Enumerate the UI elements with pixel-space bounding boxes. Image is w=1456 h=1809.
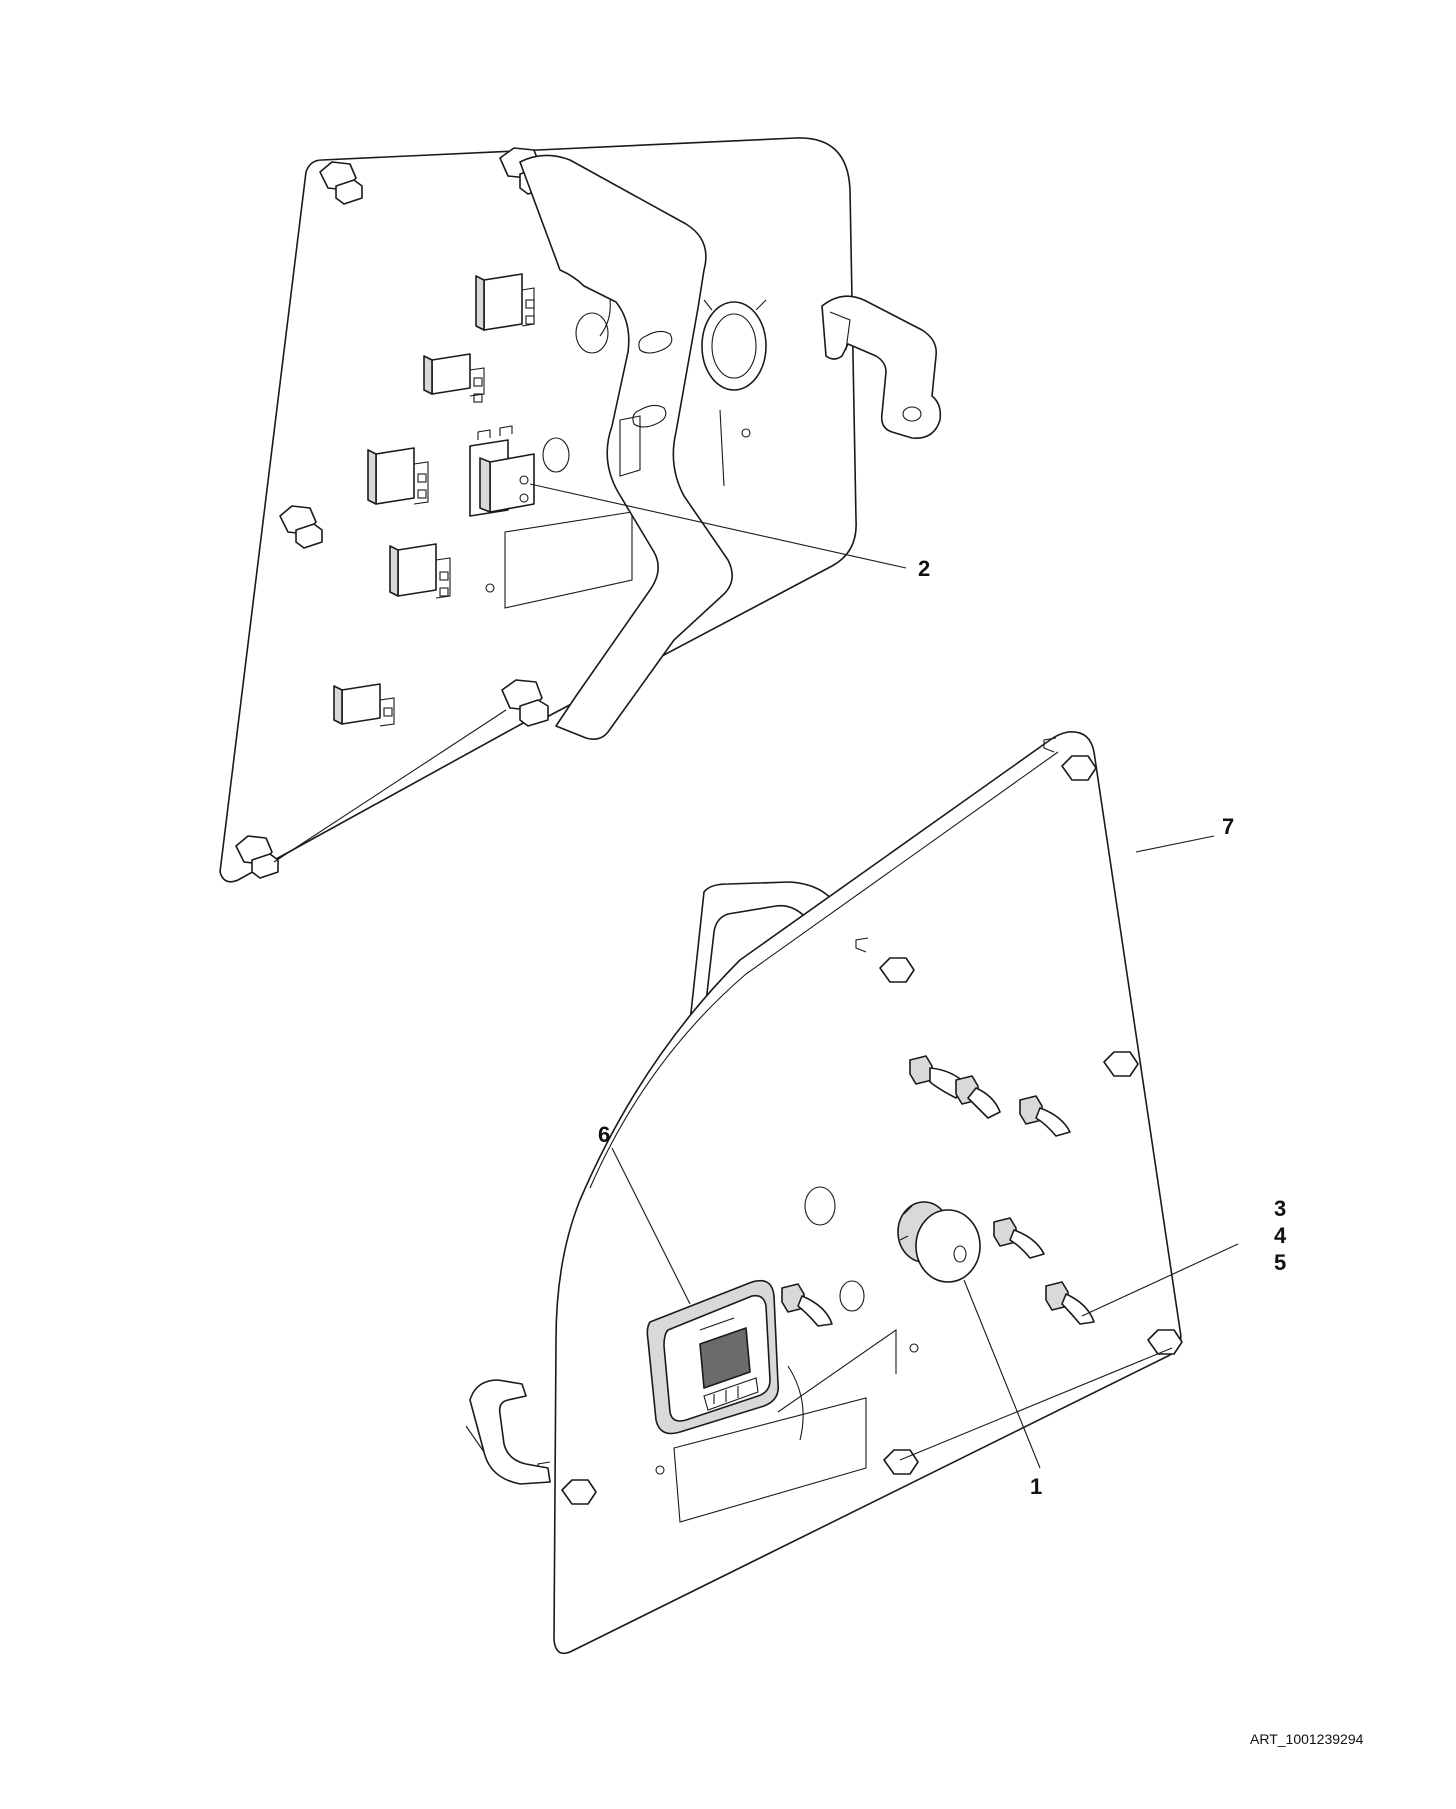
callout-6: 6 [598,1122,610,1147]
callouts: 1 2 3 4 5 6 7 ART_1001239294 [598,556,1364,1747]
emergency-stop-switch [897,1201,981,1283]
toggle-switch [781,1283,833,1327]
hex-bolt [1103,1051,1139,1077]
front-panel-assembly [465,731,1183,1655]
callout-5: 5 [1274,1250,1286,1275]
toggle-switch [1045,1281,1095,1325]
circuit-breaker [475,273,535,331]
rear-panel-stud [279,505,323,549]
toggle-switch [1019,1095,1071,1137]
round-connector [701,299,767,391]
circuit-breaker [423,353,485,403]
hex-bolt [1043,737,1097,781]
rear-panel-stud [319,161,363,205]
leader-lines [273,483,1239,1469]
callout-2: 2 [918,556,930,581]
toggle-switch [955,1075,1001,1119]
side-bracket [465,1379,551,1485]
circuit-breaker [333,683,395,727]
rear-panel-stud [501,679,549,727]
rear-panel-stud [235,835,279,879]
callout-3: 3 [1274,1196,1286,1221]
relay [469,425,535,517]
side-bracket [821,295,942,439]
rear-panel-assembly [219,137,942,883]
circuit-breaker [389,543,451,599]
art-reference-number: ART_1001239294 [1250,1731,1364,1747]
callout-4: 4 [1274,1223,1287,1248]
hex-bolt [855,937,915,983]
circuit-breaker [367,447,429,505]
hex-bolt [537,1461,597,1505]
display-module [646,1279,780,1435]
toggle-switch [993,1217,1045,1259]
callout-1: 1 [1030,1474,1042,1499]
callout-7: 7 [1222,814,1234,839]
